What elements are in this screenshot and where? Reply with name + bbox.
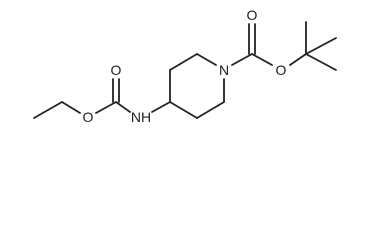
bond-carb-c-oester bbox=[95, 101, 117, 114]
atom-boc-ester-oxygen: O bbox=[276, 62, 287, 78]
atom-carbamate-carbonyl-oxygen: O bbox=[111, 62, 122, 78]
bond-c5-c6 bbox=[196, 101, 225, 119]
bond-ch2-ch3 bbox=[33, 101, 63, 119]
bond-c4-nh bbox=[151, 101, 171, 113]
skeleton-bonds bbox=[33, 21, 337, 119]
bond-boc-oester-cq bbox=[289, 53, 307, 66]
bond-n1-carbonyl bbox=[231, 53, 253, 66]
bond-c2-c3 bbox=[169, 53, 198, 71]
bond-c4-c5 bbox=[169, 101, 198, 119]
atom-carbamate-ester-oxygen: O bbox=[83, 109, 94, 125]
bond-tbu-methyl-bottom bbox=[305, 53, 337, 71]
atom-amine-nh: NH bbox=[131, 109, 151, 125]
atom-ring-nitrogen: N bbox=[219, 62, 229, 78]
structure-layer: N O O NH O O bbox=[33, 7, 337, 125]
bond-nh-carbonyl bbox=[115, 101, 131, 113]
atom-labels: N O O NH O O bbox=[83, 7, 287, 125]
bond-tbu-methyl-right bbox=[305, 37, 337, 55]
bond-n1-c2 bbox=[196, 53, 217, 66]
atom-boc-carbonyl-oxygen: O bbox=[247, 7, 258, 23]
bond-oester-ch2 bbox=[61, 101, 81, 114]
bond-boc-c-oester bbox=[251, 53, 273, 66]
